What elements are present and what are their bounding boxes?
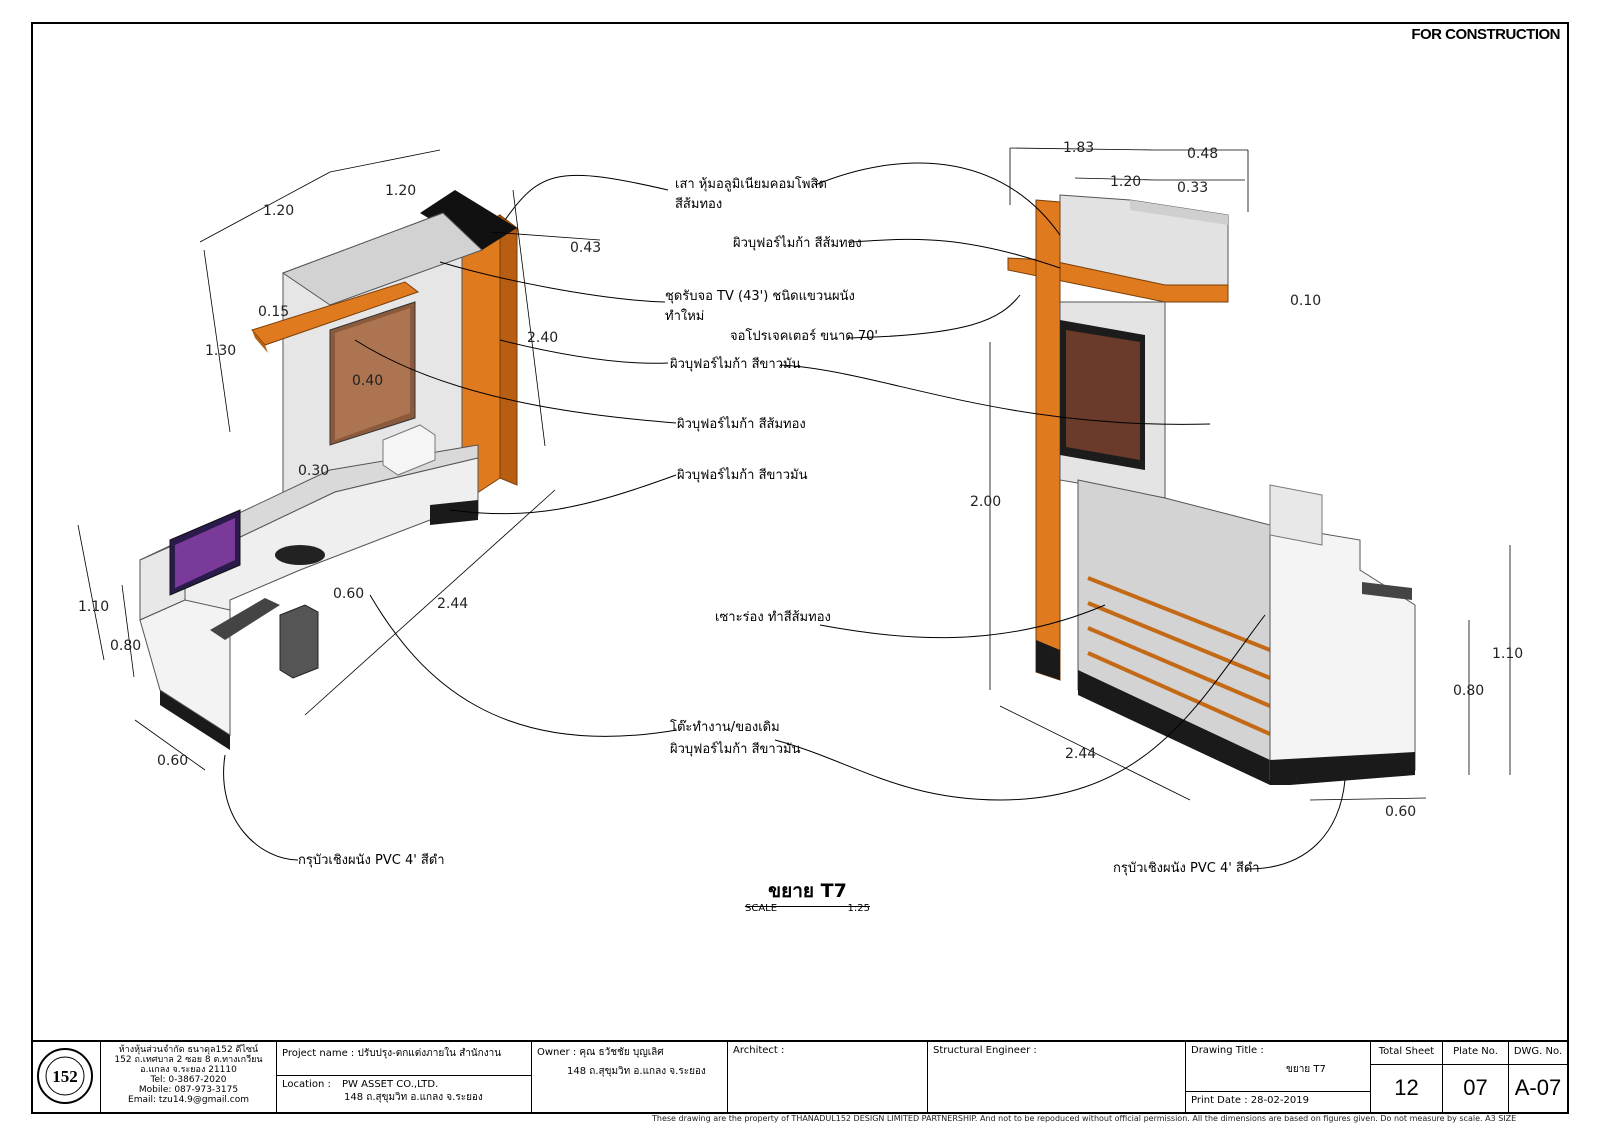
plate-value: 07 bbox=[1463, 1075, 1488, 1100]
drawing-heading: ขยาย T7 bbox=[745, 876, 870, 907]
architect-cell: Architect : bbox=[728, 1042, 928, 1114]
callout-formica-orange-top: ผิวบุฟอร์ไมก้า สีส้มทอง bbox=[733, 235, 862, 251]
svg-text:152: 152 bbox=[52, 1067, 78, 1086]
dim-left-2.40: 2.40 bbox=[527, 330, 558, 346]
callout-formica-orange-2: ผิวบุฟอร์ไมก้า สีส้มทอง bbox=[677, 416, 806, 432]
project-cell: Project name : ปรับปรุง-ตกแต่งภายใน สำนั… bbox=[277, 1042, 532, 1114]
location-label: Location : bbox=[282, 1079, 331, 1090]
callout-formica-white-1: ผิวบุฟอร์ไมก้า สีขาวมัน bbox=[670, 356, 801, 372]
left-isometric-view bbox=[77, 149, 601, 771]
drawing-title-cell: Drawing Title : ขยาย T7 Print Date : 28-… bbox=[1186, 1042, 1371, 1114]
total-sheet-cell: Total Sheet 12 bbox=[1371, 1042, 1443, 1114]
location: Location : PW ASSET CO.,LTD. 148 ถ.สุขุม… bbox=[277, 1076, 531, 1108]
dim-right-1.20: 1.20 bbox=[1110, 174, 1141, 190]
owner-label: Owner : คุณ ธวัชชัย บุญเลิศ bbox=[537, 1047, 664, 1058]
dim-right-0.80: 0.80 bbox=[1453, 683, 1484, 699]
drawing-title-label: Drawing Title : bbox=[1191, 1045, 1264, 1056]
dim-left-1.20a: 1.20 bbox=[263, 203, 294, 219]
dim-left-1.10: 1.10 bbox=[78, 599, 109, 615]
dim-left-1.20b: 1.20 bbox=[385, 183, 416, 199]
dim-left-2.44: 2.44 bbox=[437, 596, 468, 612]
copyright-footer: These drawing are the property of THANAD… bbox=[652, 1114, 1517, 1123]
dim-left-0.60b: 0.60 bbox=[157, 753, 188, 769]
location-line2: 148 ถ.สุขุมวิท อ.แกลง จ.ระยอง bbox=[344, 1092, 483, 1103]
firm-line: Mobile: 087-973-3175 bbox=[138, 1085, 239, 1095]
firm-line: 152 ถ.เทศบาล 2 ซอย 8 ต.ทางเกวียน bbox=[114, 1055, 263, 1065]
plate-cell: Plate No. 07 bbox=[1443, 1042, 1509, 1114]
dim-left-0.80: 0.80 bbox=[110, 638, 141, 654]
firm-line: ห้างหุ้นส่วนจำกัด ธนาดุล152 ดีไซน์ bbox=[118, 1045, 259, 1055]
project-name: Project name : ปรับปรุง-ตกแต่งภายใน สำนั… bbox=[277, 1042, 531, 1076]
dim-right-2.44: 2.44 bbox=[1065, 746, 1096, 762]
dim-left-0.43: 0.43 bbox=[570, 240, 601, 256]
scale-value: 1:25 bbox=[847, 903, 870, 914]
print-date: Print Date : 28-02-2019 bbox=[1191, 1095, 1309, 1106]
dim-right-1.10: 1.10 bbox=[1492, 646, 1523, 662]
total-sheet-label: Total Sheet bbox=[1371, 1042, 1442, 1065]
firm-line: อ.แกลง จ.ระยอง 21110 bbox=[140, 1065, 237, 1075]
firm-seal: 152 bbox=[31, 1042, 101, 1114]
dim-right-0.10: 0.10 bbox=[1290, 293, 1321, 309]
dwg-label: DWG. No. bbox=[1509, 1042, 1567, 1065]
dim-right-0.33: 0.33 bbox=[1177, 180, 1208, 196]
engineer-label: Structural Engineer : bbox=[933, 1045, 1037, 1056]
dim-left-0.30: 0.30 bbox=[298, 463, 329, 479]
engineer-cell: Structural Engineer : bbox=[928, 1042, 1186, 1114]
architect-label: Architect : bbox=[733, 1045, 785, 1056]
scale-label: SCALE bbox=[745, 903, 778, 914]
drawing-title: Drawing Title : ขยาย T7 bbox=[1186, 1042, 1370, 1092]
callout-skirting-right: กรุบัวเชิงผนัง PVC 4' สีดำ bbox=[1113, 860, 1260, 876]
right-isometric-view bbox=[989, 147, 1511, 801]
callout-desk-finish: ผิวบุฟอร์ไมก้า สีขาวมัน bbox=[670, 741, 801, 757]
callout-formica-white-2: ผิวบุฟอร์ไมก้า สีขาวมัน bbox=[677, 467, 808, 483]
firm-line: Tel: 0-3867-2020 bbox=[150, 1075, 227, 1085]
drawing-title-value: ขยาย T7 bbox=[1286, 1064, 1326, 1075]
location-line1: PW ASSET CO.,LTD. bbox=[342, 1079, 439, 1090]
dim-right-0.60: 0.60 bbox=[1385, 804, 1416, 820]
plate-label: Plate No. bbox=[1443, 1042, 1508, 1065]
total-sheet-value: 12 bbox=[1394, 1075, 1419, 1100]
title-block: 152 ห้างหุ้นส่วนจำกัด ธนาดุล152 ดีไซน์ 1… bbox=[31, 1040, 1569, 1114]
seal-icon: 152 bbox=[37, 1048, 93, 1104]
callout-desk: โต๊ะทำงาน/ของเดิม bbox=[670, 719, 780, 735]
dim-right-2.00: 2.00 bbox=[970, 494, 1001, 510]
callout-tv-mount-new: ทำใหม่ bbox=[665, 308, 704, 324]
owner-cell: Owner : คุณ ธวัชชัย บุญเลิศ 148 ถ.สุขุมว… bbox=[532, 1042, 728, 1114]
firm-line: Email: tzu14.9@gmail.com bbox=[128, 1095, 249, 1105]
dim-left-0.60: 0.60 bbox=[333, 586, 364, 602]
dwg-cell: DWG. No. A-07 bbox=[1509, 1042, 1567, 1114]
dim-left-0.15: 0.15 bbox=[258, 304, 289, 320]
firm-info: ห้างหุ้นส่วนจำกัด ธนาดุล152 ดีไซน์ 152 ถ… bbox=[101, 1042, 277, 1114]
dim-right-0.48: 0.48 bbox=[1187, 146, 1218, 162]
drawing-frame bbox=[31, 22, 1569, 1114]
callout-groove: เซาะร่อง ทำสีส้มทอง bbox=[715, 609, 831, 625]
dwg-value: A-07 bbox=[1514, 1075, 1562, 1100]
owner-address: 148 ถ.สุขุมวิท อ.แกลง จ.ระยอง bbox=[567, 1066, 706, 1077]
callout-projector-screen: จอโปรเจคเตอร์ ขนาด 70' bbox=[730, 328, 878, 344]
callout-tv-mount: ชุดรับจอ TV (43') ชนิดแขวนผนัง bbox=[665, 289, 855, 304]
dim-left-1.30: 1.30 bbox=[205, 343, 236, 359]
dim-left-0.40: 0.40 bbox=[352, 373, 383, 389]
callout-skirting-left: กรุบัวเชิงผนัง PVC 4' สีดำ bbox=[298, 852, 445, 868]
callout-column: เสา หุ้มอลูมิเนียมคอมโพสิต bbox=[675, 176, 827, 192]
dim-right-1.83: 1.83 bbox=[1063, 140, 1094, 156]
callout-column-color: สีส้มทอง bbox=[675, 196, 722, 212]
construction-stamp: FOR CONSTRUCTION bbox=[1411, 26, 1560, 43]
